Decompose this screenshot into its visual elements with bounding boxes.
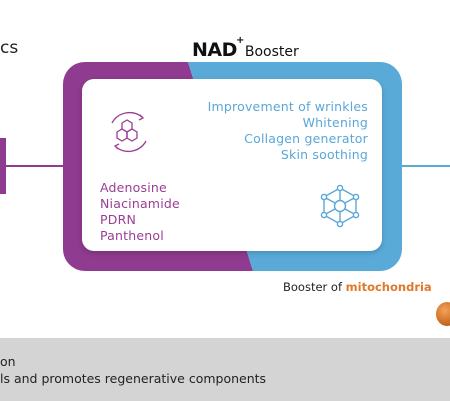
booster-caption: Booster of mitochondria [283, 280, 432, 294]
benefit-soothing: Skin soothing [280, 147, 368, 162]
left-connector-line [6, 165, 63, 167]
right-connector-line [402, 165, 450, 167]
booster-caption-accent: mitochondria [345, 280, 432, 294]
hexagon-cycle-icon [111, 111, 147, 153]
booster-card-content [82, 79, 382, 251]
bottom-text-line-2: ls and promotes regenerative components [0, 371, 267, 386]
orange-sphere-image [436, 302, 450, 326]
bottom-text-line-1: on [0, 354, 16, 369]
ingredient-niacinamide: Niacinamide [100, 196, 180, 211]
booster-word: Booster [244, 43, 299, 60]
ingredient-adenosine: Adenosine [100, 180, 167, 195]
bottom-info-band [0, 338, 450, 401]
cut-off-heading-text: cs [0, 38, 19, 58]
benefit-whitening: Whitening [302, 115, 368, 130]
nad-booster-logo: NAD+ Booster [192, 35, 299, 61]
plus-icon: + [236, 35, 244, 46]
benefit-wrinkles: Improvement of wrinkles [207, 99, 368, 114]
molecule-network-icon [320, 184, 360, 228]
booster-caption-prefix: Booster of [283, 280, 346, 294]
left-connector-block [0, 138, 6, 194]
nad-logo-mark: NAD+ [192, 35, 244, 61]
ingredient-pdrn: PDRN [100, 212, 136, 227]
ingredient-panthenol: Panthenol [100, 228, 164, 243]
benefit-collagen: Collagen generator [244, 131, 368, 146]
